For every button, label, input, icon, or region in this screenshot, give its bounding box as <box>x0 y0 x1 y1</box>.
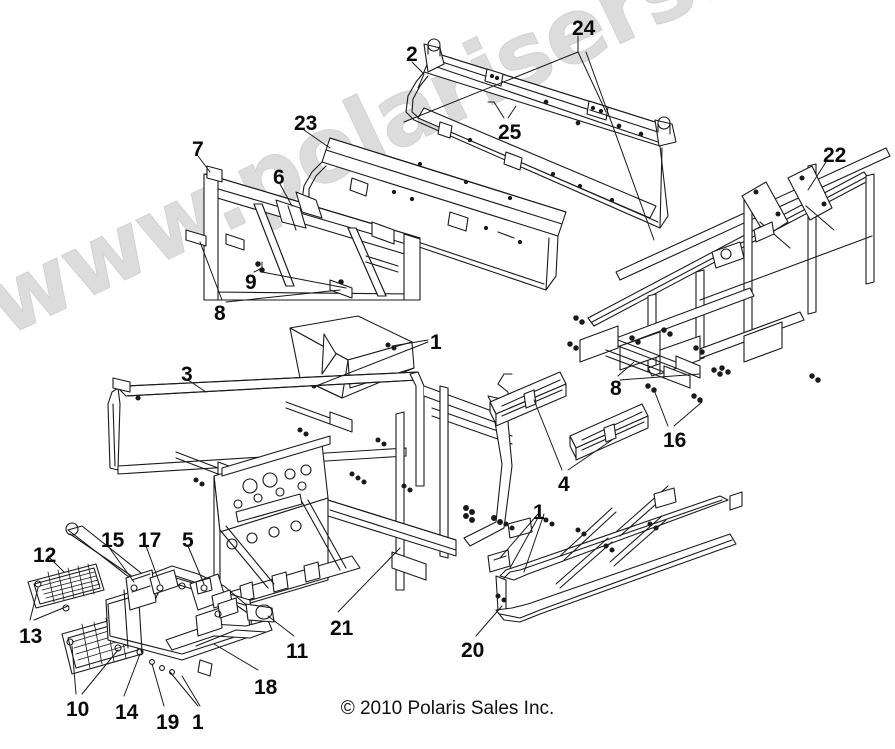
part-4-rail-lower <box>569 403 649 461</box>
callout-22: 22 <box>823 144 847 167</box>
callout-21: 21 <box>330 617 354 640</box>
part-7-cross-member <box>185 165 421 301</box>
callout-25: 25 <box>498 121 522 144</box>
callout-23: 23 <box>294 112 318 135</box>
copyright-notice: © 2010 Polaris Sales Inc. <box>340 698 555 719</box>
callout-7: 7 <box>192 138 204 161</box>
part-main-chassis-center <box>213 371 513 613</box>
callout-8-right: 8 <box>610 377 622 400</box>
part-4-rail-upper <box>489 371 567 427</box>
callout-1-top: 1 <box>430 331 442 354</box>
part-20-rear-rail <box>487 485 743 623</box>
callout-6: 6 <box>273 166 285 189</box>
callout-1-bottom: 1 <box>192 711 204 734</box>
part-23-frame <box>301 137 567 291</box>
part-top-rail-lower <box>405 71 669 229</box>
callout-14: 14 <box>115 701 139 724</box>
callout-8-left: 8 <box>214 302 226 325</box>
callout-15: 15 <box>101 529 125 552</box>
callout-1-right: 1 <box>533 501 545 524</box>
callout-11: 11 <box>286 640 309 663</box>
callout-19: 19 <box>156 711 180 734</box>
callout-2: 2 <box>406 43 418 66</box>
part-top-rail-upper <box>423 38 677 147</box>
callout-9: 9 <box>245 271 257 294</box>
callout-16: 16 <box>663 429 687 452</box>
callout-12: 12 <box>33 544 57 567</box>
part-22-rear-frame <box>567 147 891 383</box>
callout-5: 5 <box>182 529 194 552</box>
callout-4: 4 <box>558 473 570 496</box>
callout-13: 13 <box>19 625 43 648</box>
part-8-16-hardware <box>605 339 723 403</box>
callout-leader-lines <box>29 35 827 707</box>
callout-20: 20 <box>461 639 485 662</box>
callout-17: 17 <box>138 529 162 552</box>
callout-10: 10 <box>66 698 90 721</box>
callout-24: 24 <box>572 17 596 40</box>
part-front-bumper <box>27 522 275 677</box>
callout-3: 3 <box>181 363 193 386</box>
callout-18: 18 <box>254 676 278 699</box>
